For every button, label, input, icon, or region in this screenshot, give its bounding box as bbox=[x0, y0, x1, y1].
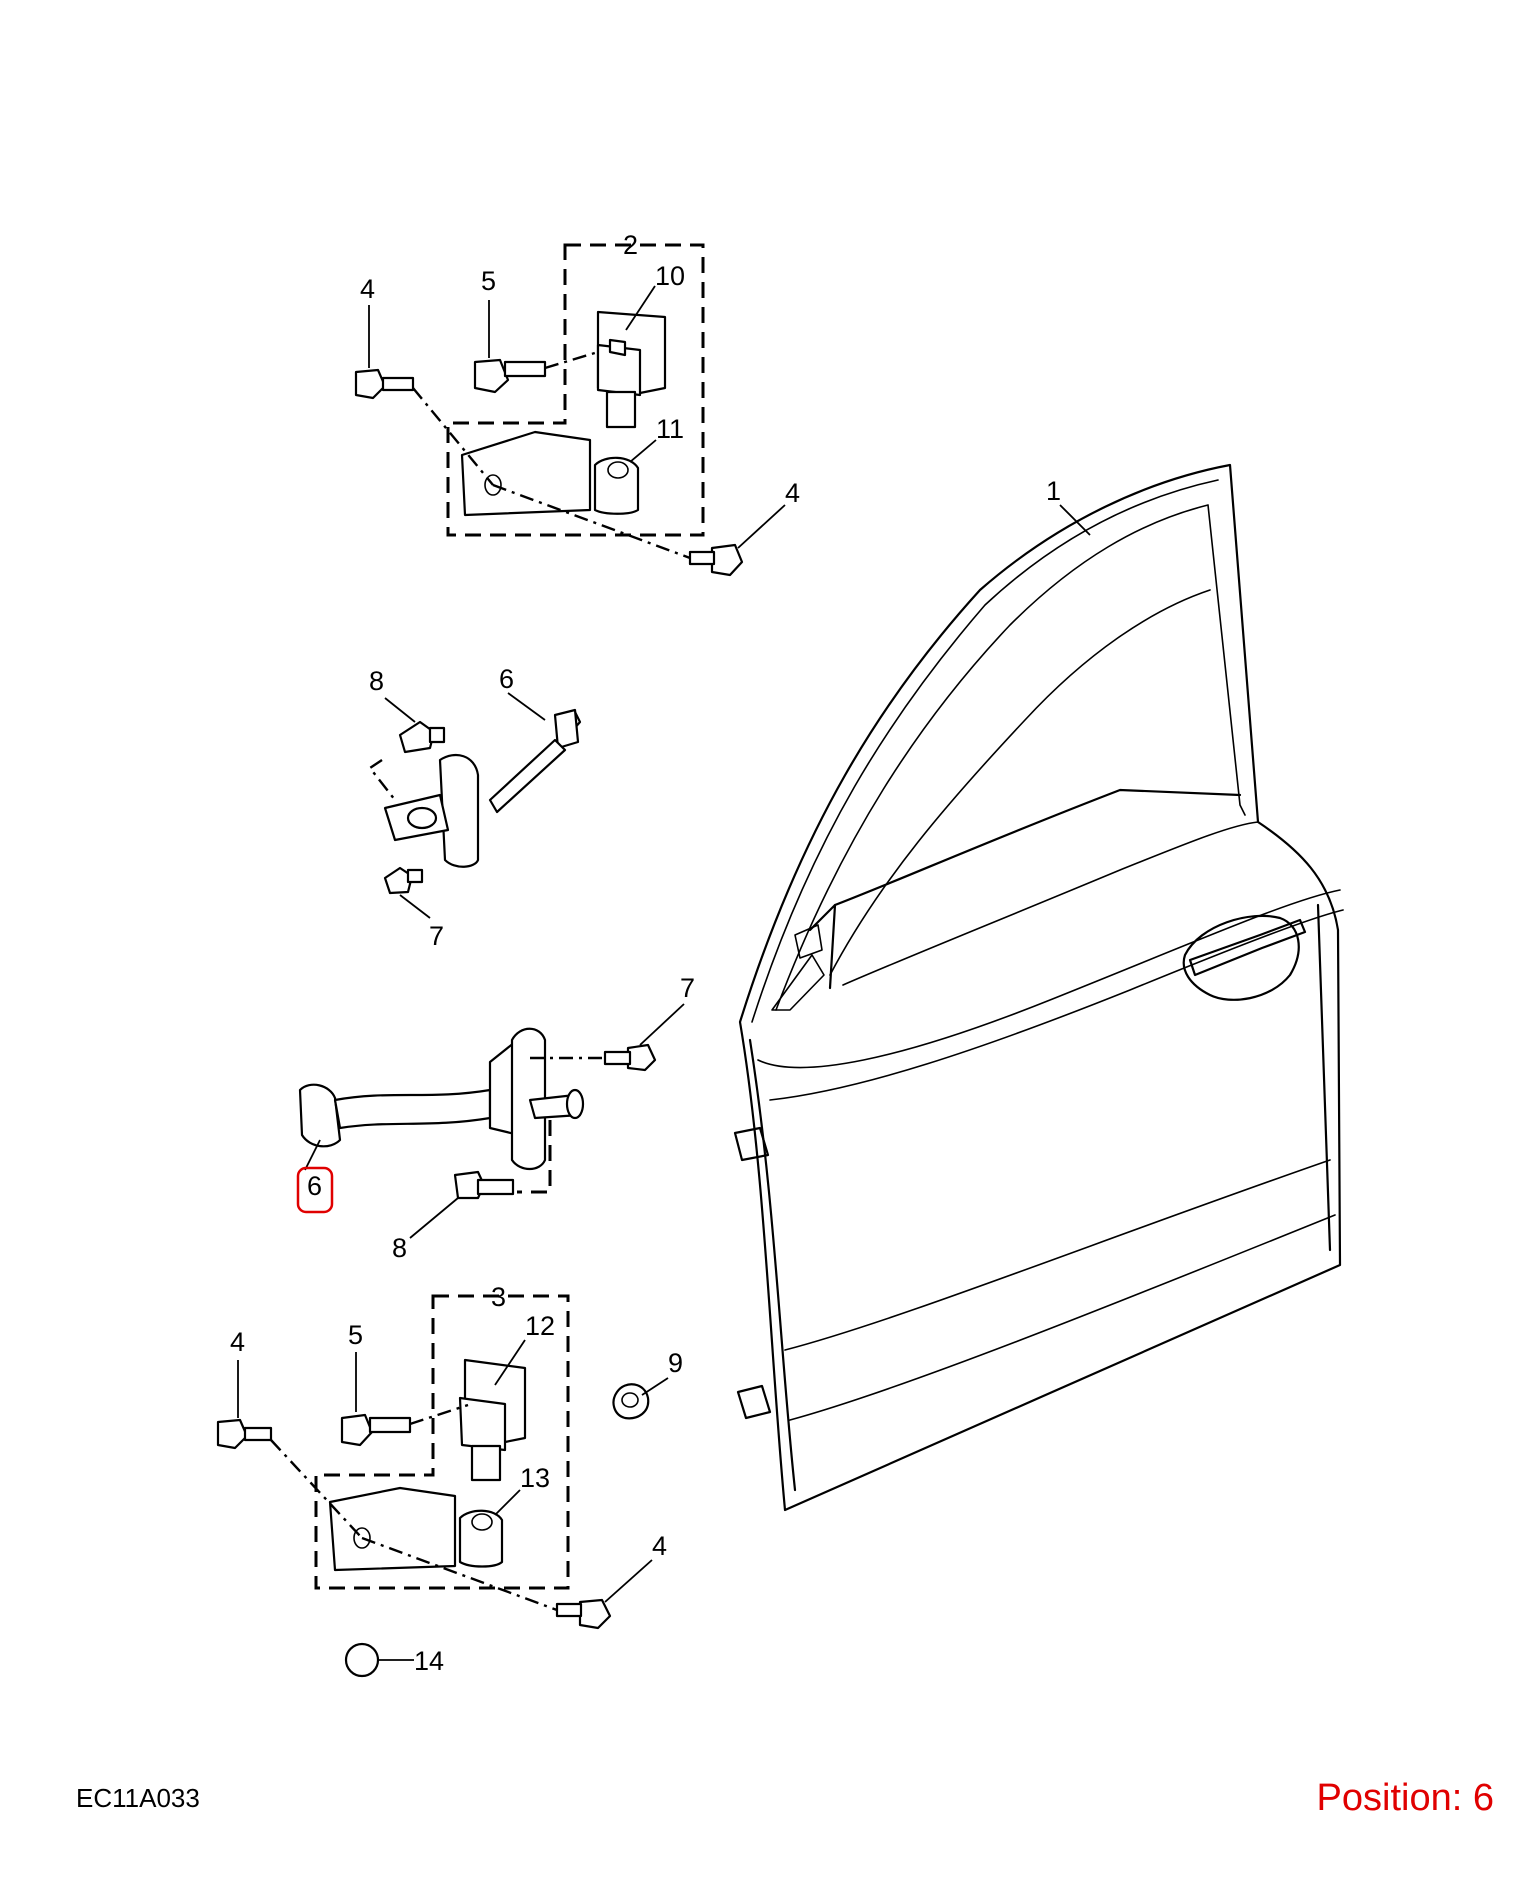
leader-8-upper bbox=[384, 697, 416, 723]
lower-door-hinge[interactable] bbox=[458, 1358, 527, 1482]
callout-4-upper-right: 4 bbox=[785, 478, 800, 508]
callout-7-upper: 7 bbox=[429, 921, 444, 951]
leader-6-upper bbox=[507, 692, 546, 721]
pin-bolt-lower[interactable] bbox=[340, 1413, 412, 1447]
drawing-code: EC11A033 bbox=[76, 1783, 200, 1813]
bolt-check-upper[interactable] bbox=[398, 720, 446, 754]
callout-5-lower: 5 bbox=[348, 1320, 363, 1350]
callout-5-upper: 5 bbox=[481, 266, 496, 296]
bolt-upper-right-path bbox=[492, 483, 691, 560]
pin-bolt-upper[interactable] bbox=[473, 358, 547, 394]
bolt-lower-right[interactable] bbox=[555, 1598, 612, 1630]
callout-8-upper: 8 bbox=[369, 666, 384, 696]
callout-13: 13 bbox=[520, 1463, 550, 1493]
callout-4-lower-right: 4 bbox=[652, 1531, 667, 1561]
check-strap-upper[interactable] bbox=[383, 708, 582, 868]
callout-11: 11 bbox=[656, 414, 684, 444]
callout-7-lower: 7 bbox=[680, 973, 695, 1003]
callout-9: 9 bbox=[668, 1348, 683, 1378]
plug[interactable] bbox=[344, 1642, 380, 1678]
upper-door-hinge[interactable] bbox=[596, 310, 667, 429]
callout-6-upper: 6 bbox=[499, 664, 514, 694]
callout-6-lower-highlight[interactable]: 6 bbox=[296, 1166, 334, 1214]
callout-8-lower: 8 bbox=[392, 1233, 407, 1263]
leader-1 bbox=[1059, 504, 1091, 536]
callout-4-lower-left: 4 bbox=[230, 1327, 245, 1357]
leader-7-upper bbox=[399, 894, 431, 919]
upper-hinge-set-box bbox=[446, 243, 705, 537]
leader-4-lower-right bbox=[604, 1559, 653, 1603]
position-label: Position: 6 bbox=[1316, 1777, 1494, 1819]
callout-6-lower: 6 bbox=[307, 1171, 322, 1201]
leader-10 bbox=[625, 285, 656, 331]
check-strap-lower[interactable] bbox=[298, 1027, 585, 1171]
nut[interactable] bbox=[612, 1383, 650, 1420]
bolt-lower-left[interactable] bbox=[216, 1418, 273, 1450]
leader-9 bbox=[641, 1377, 669, 1396]
callout-10: 10 bbox=[655, 261, 685, 291]
screw-upper[interactable] bbox=[383, 866, 424, 895]
callout-4-upper-left: 4 bbox=[360, 274, 375, 304]
door-shell[interactable] bbox=[733, 463, 1344, 1512]
bolt-check-lower[interactable] bbox=[453, 1170, 515, 1200]
leader-7-lower bbox=[639, 1003, 685, 1046]
upper-body-hinge[interactable] bbox=[460, 430, 640, 517]
leader-6-lower bbox=[304, 1139, 321, 1171]
lower-hinge-set-box bbox=[314, 1294, 570, 1590]
bolt-upper-right[interactable] bbox=[688, 543, 744, 577]
leader-4-upper-right bbox=[737, 504, 786, 549]
lower-body-hinge[interactable] bbox=[328, 1486, 504, 1572]
bolt-upper-left-path bbox=[412, 387, 494, 486]
screw-lower[interactable] bbox=[603, 1043, 657, 1072]
bolt-lower-right-path bbox=[361, 1536, 558, 1612]
pin-bolt-upper-path bbox=[544, 350, 599, 370]
leader-8-lower bbox=[409, 1197, 459, 1239]
callout-12: 12 bbox=[525, 1311, 555, 1341]
bolt-check-upper-path bbox=[368, 759, 396, 801]
bolt-lower-left-path bbox=[270, 1439, 363, 1539]
pin-bolt-lower-path bbox=[409, 1403, 469, 1426]
callout-14: 14 bbox=[414, 1646, 444, 1676]
leader-11 bbox=[629, 439, 657, 463]
leader-13 bbox=[494, 1489, 521, 1516]
callout-2: 2 bbox=[623, 230, 638, 260]
callout-1: 1 bbox=[1046, 476, 1061, 506]
callout-3: 3 bbox=[491, 1282, 506, 1312]
bolt-upper-left[interactable] bbox=[354, 368, 415, 400]
leader-12 bbox=[494, 1339, 526, 1386]
